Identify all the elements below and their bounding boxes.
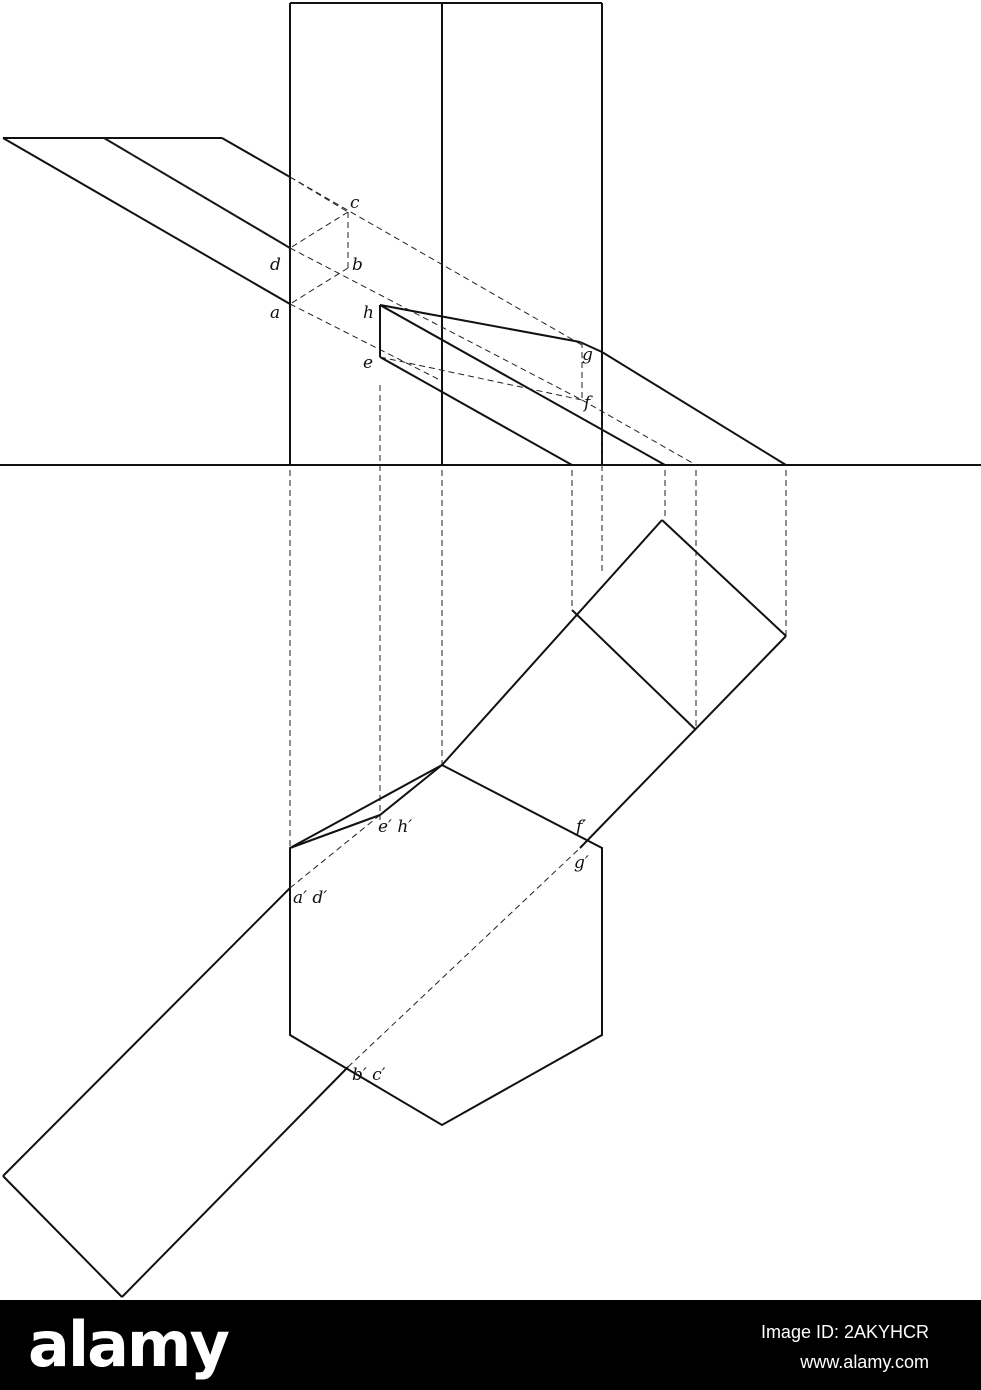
label-f-prime: f′ [574, 817, 586, 837]
image-id-text: Image ID: 2AKYHCR [760, 1322, 929, 1342]
hexagon-plan [289, 763, 603, 1127]
intersection-hidden-right [379, 342, 697, 466]
label-e: e [363, 353, 373, 373]
site-url: www.alamy.com [800, 1352, 929, 1372]
label-ad-prime: a′ d′ [293, 888, 327, 908]
label-g: g [582, 345, 593, 365]
label-d: d [270, 255, 281, 275]
label-h: h [363, 303, 374, 323]
brand-logo: alamy [28, 1308, 230, 1381]
label-g-prime: g′ [574, 853, 589, 873]
inclined-prism-elevation-right [379, 304, 787, 466]
label-eh-prime: e′ h′ [378, 817, 412, 837]
label-f: f [582, 393, 593, 413]
projection-lines [289, 385, 787, 848]
label-a: a [270, 303, 280, 323]
label-bc-prime: b′ c′ [352, 1065, 386, 1085]
inclined-prism-plan-lower [2, 887, 349, 1298]
projection-drawing: c d b a h e g f e′ h′ f′ g′ a′ d′ b′ c′ [0, 2, 981, 1298]
inclined-prism-elevation-left [2, 137, 291, 305]
inclined-prism-plan-upper [289, 519, 787, 849]
inclined-prism-hidden-left [103, 137, 583, 401]
inclined-prism-plan-hidden [289, 814, 581, 1068]
watermark-footer: alamy Image ID: 2AKYHCR www.alamy.com [0, 1300, 981, 1390]
label-c: c [350, 193, 360, 213]
prism-elevation [289, 2, 603, 465]
label-b: b [352, 255, 363, 275]
